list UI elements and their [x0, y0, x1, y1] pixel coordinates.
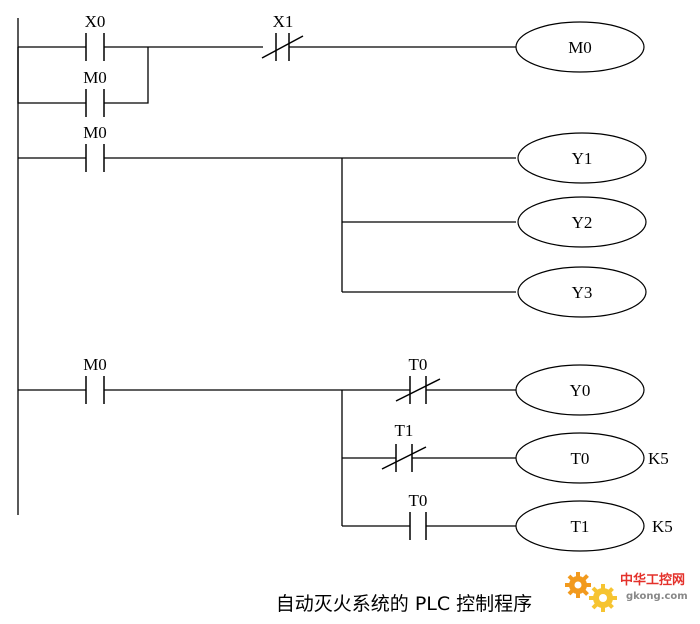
rung-2: M0 Y1 Y2 Y3	[18, 123, 647, 318]
coil-y0-label: Y0	[570, 381, 591, 400]
coil-y3	[517, 266, 647, 318]
coil-y2	[517, 196, 647, 248]
contact-t0-nc	[395, 376, 441, 404]
contact-t0-no-label: T0	[409, 491, 428, 510]
watermark-logo: 中华工控网 gkong.com	[565, 572, 688, 612]
coil-y2-label: Y2	[572, 213, 593, 232]
contact-m0-holding-label: M0	[83, 68, 107, 87]
coil-t1-constant: K5	[652, 517, 673, 536]
contact-x1-nc	[261, 33, 304, 61]
contact-m0-rung3-label: M0	[83, 355, 107, 374]
coil-t0-label: T0	[571, 449, 590, 468]
coil-y1-label: Y1	[572, 149, 593, 168]
contact-m0-holding	[85, 89, 105, 117]
rung-2-output-branches	[341, 158, 516, 293]
watermark-url: gkong.com	[626, 591, 688, 602]
watermark-brand: 中华工控网	[620, 572, 685, 588]
diagram-caption: 自动灭火系统的 PLC 控制程序	[276, 593, 532, 615]
contact-t1-nc	[381, 444, 427, 472]
rung-3: M0 T0 T1 T0 Y0 T0 K5 T1 K5	[18, 355, 673, 552]
contact-x0-label: X0	[85, 12, 106, 31]
contact-t0-no	[409, 512, 427, 540]
coil-t0-constant: K5	[648, 449, 669, 468]
gear-icon	[565, 572, 617, 612]
coil-t0	[515, 432, 645, 484]
coil-y3-label: Y3	[572, 283, 593, 302]
coil-m0-label: M0	[568, 38, 592, 57]
rung-1-branch-wire	[17, 47, 149, 104]
contact-x1-label: X1	[273, 12, 294, 31]
contact-x0	[85, 33, 105, 61]
coil-y0	[515, 364, 645, 416]
contact-m0-rung3	[85, 376, 105, 404]
contact-t1-nc-label: T1	[395, 421, 414, 440]
coil-t1-label: T1	[571, 517, 590, 536]
coil-y1	[517, 132, 647, 184]
contact-t0-nc-label: T0	[409, 355, 428, 374]
contact-m0-rung2	[85, 144, 105, 172]
rung-1: X0 M0 X1 M0	[17, 12, 645, 117]
coil-m0	[515, 21, 645, 73]
coil-t1	[515, 500, 645, 552]
rung-3-branches	[341, 390, 516, 527]
contact-m0-rung2-label: M0	[83, 123, 107, 142]
